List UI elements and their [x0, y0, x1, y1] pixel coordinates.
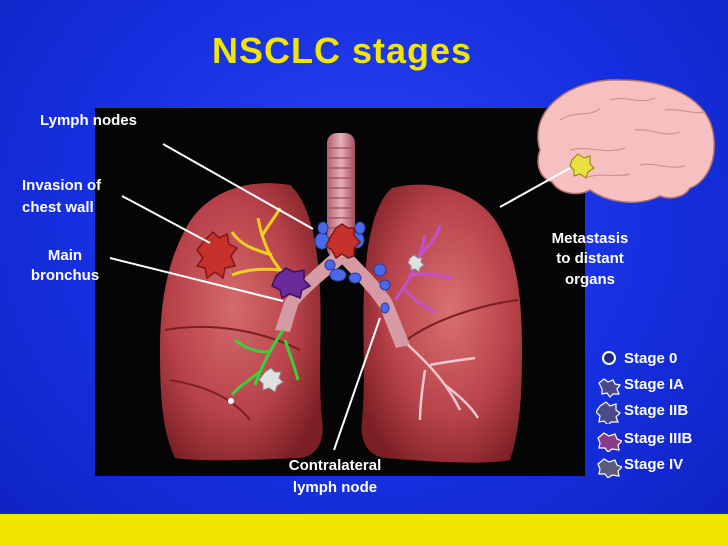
- legend-item-stage-ia: Stage IA: [596, 374, 726, 398]
- legend-label-stage-iib: Stage IIB: [624, 402, 688, 419]
- legend-label-stage-0: Stage 0: [624, 350, 677, 367]
- label-meta-line1: Metastasis: [540, 229, 640, 249]
- legend-item-stage-0: Stage 0: [596, 348, 726, 372]
- label-main-line1: Main: [22, 246, 108, 266]
- legend-label-stage-ia: Stage IA: [624, 376, 684, 393]
- legend-item-stage-iiib: Stage IIIB: [596, 428, 726, 452]
- label-invasion-line1: Invasion of: [22, 176, 101, 196]
- dot-icon: [596, 348, 622, 372]
- legend-item-stage-iv: Stage IV: [596, 454, 726, 478]
- tumor-icon: [596, 428, 622, 452]
- right-lung: [362, 185, 522, 463]
- medium-tumor-icon: [596, 400, 622, 424]
- label-meta-line3: organs: [540, 270, 640, 290]
- bottom-bar: [0, 514, 728, 546]
- label-invasion-line2: chest wall: [22, 198, 94, 218]
- brain-graphic: [538, 80, 714, 202]
- label-meta-line2: to distant: [540, 249, 640, 269]
- stage-zero-dot: [228, 398, 234, 404]
- label-contra-line1: Contralateral: [275, 456, 395, 476]
- legend-item-stage-iib: Stage IIB: [596, 400, 726, 424]
- label-lymph-nodes: Lymph nodes: [40, 111, 137, 131]
- small-tumor-icon: [596, 374, 622, 398]
- label-contra-line2: lymph node: [275, 478, 395, 498]
- label-main-line2: bronchus: [22, 266, 108, 286]
- tumor-icon: [596, 454, 622, 478]
- legend-label-stage-iv: Stage IV: [624, 456, 683, 473]
- legend-label-stage-iiib: Stage IIIB: [624, 430, 692, 447]
